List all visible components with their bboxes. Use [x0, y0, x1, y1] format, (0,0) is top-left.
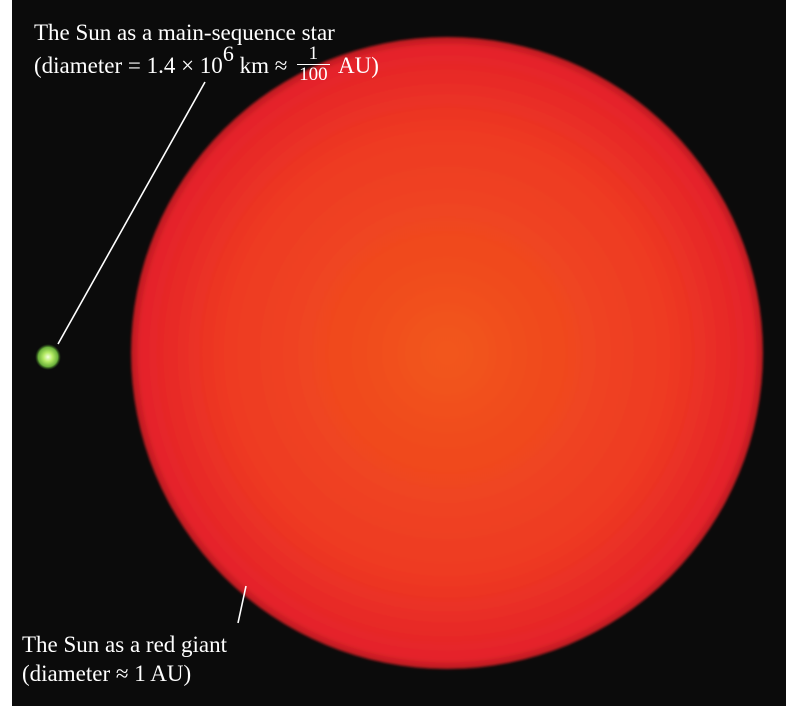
diameter-exponent: 6 [222, 41, 234, 67]
fraction-numerator: 1 [297, 44, 330, 65]
main-sequence-leader-line [57, 81, 206, 345]
main-sequence-label-line1: The Sun as a main-sequence star [34, 20, 335, 45]
red-giant-label: The Sun as a red giant (diameter ≈ 1 AU) [22, 630, 227, 688]
diameter-suffix: AU) [333, 52, 379, 78]
red-giant-label-line1: The Sun as a red giant [22, 632, 228, 657]
main-sequence-sun [35, 344, 61, 370]
red-giant-sun [131, 37, 763, 669]
fraction-denominator: 100 [299, 64, 328, 85]
red-giant-leader-line [237, 585, 247, 624]
diameter-approx: km ≈ [233, 52, 294, 78]
sun-size-comparison-figure: The Sun as a main-sequence star (diamete… [12, 0, 786, 706]
figure-artwork [35, 37, 763, 669]
red-giant-label-line2: (diameter ≈ 1 AU) [22, 661, 192, 686]
diameter-prefix: (diameter = 1.4 × 10 [34, 52, 223, 78]
main-sequence-label: The Sun as a main-sequence star (diamete… [34, 18, 379, 88]
